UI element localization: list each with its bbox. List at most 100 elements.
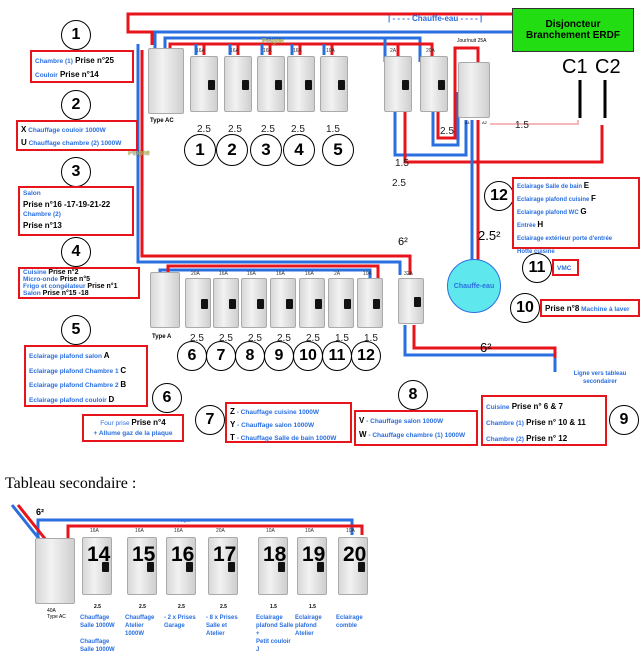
legend-number-c6: 6 bbox=[152, 383, 182, 413]
wire-size: 2.5 bbox=[197, 124, 211, 135]
breaker-rating: 16A bbox=[276, 271, 285, 277]
circuit-number: 12 bbox=[351, 341, 381, 371]
circuit-number: 10 bbox=[293, 341, 323, 371]
breaker-rating: 16A bbox=[230, 48, 239, 54]
breaker-rating: 32A bbox=[404, 271, 413, 277]
wire-size: 2.5 bbox=[178, 604, 185, 610]
legend-line: U Chauffage chambre (2) 1000W bbox=[21, 138, 122, 147]
circuit-label: Chauffage Salle 1000W Chauffage Salle 10… bbox=[80, 615, 115, 653]
legend-line: W - Chauffage chambre (1) 1000W bbox=[359, 430, 466, 439]
circuit-label: Eclairage comble bbox=[336, 615, 363, 629]
wire-size: 2.5 bbox=[248, 333, 262, 344]
circuit-number: 4 bbox=[283, 134, 315, 166]
breaker[interactable] bbox=[208, 537, 238, 595]
circuit-number: 2 bbox=[216, 134, 248, 166]
wire-size: 2.5 bbox=[190, 333, 204, 344]
breaker-rating: 2A bbox=[334, 271, 341, 277]
breaker[interactable] bbox=[185, 278, 211, 328]
breaker-rating: 10A bbox=[326, 48, 335, 54]
breaker[interactable] bbox=[166, 537, 196, 595]
circuit-number: 8 bbox=[235, 341, 265, 371]
breaker[interactable] bbox=[320, 56, 348, 112]
breaker[interactable] bbox=[258, 537, 288, 595]
legend-line: Micro-onde Prise n°5 bbox=[23, 276, 91, 283]
wire-size: 1.5 bbox=[335, 333, 349, 344]
legend-box-c11: VMC bbox=[552, 259, 579, 276]
breaker-rating: 16A bbox=[293, 48, 302, 54]
differential-switch-type-ac[interactable] bbox=[148, 48, 184, 114]
wire-size: 2.5 bbox=[277, 333, 291, 344]
circuit-label: - 8 x Prises Salle et Atelier bbox=[206, 615, 238, 637]
breaker[interactable] bbox=[257, 56, 285, 112]
comb-label: Peigne bbox=[178, 518, 191, 523]
circuit-number: 20 bbox=[343, 543, 367, 566]
legend-number-c9: 9 bbox=[609, 405, 639, 435]
breaker[interactable] bbox=[190, 56, 218, 112]
legend-line: Z - Chauffage cuisine 1000W bbox=[230, 407, 320, 416]
breaker[interactable] bbox=[213, 278, 239, 328]
wire-size: 1.5 bbox=[515, 120, 529, 131]
line-size: 6² bbox=[480, 340, 492, 355]
comb-label: Peigne bbox=[262, 38, 284, 45]
secondary-differential[interactable] bbox=[35, 538, 75, 604]
wire-size: 1.5 bbox=[309, 604, 316, 610]
breaker[interactable] bbox=[224, 56, 252, 112]
circuit-number: 7 bbox=[206, 341, 236, 371]
breaker[interactable] bbox=[241, 278, 267, 328]
breaker-rating: 10A bbox=[305, 528, 314, 534]
wire-size: 2.5 bbox=[219, 333, 233, 344]
breaker[interactable] bbox=[420, 56, 448, 112]
legend-number-c12: 12 bbox=[484, 181, 514, 211]
legend-line: Eclairage plafond Chambre 2 B bbox=[29, 380, 127, 389]
legend-number-c5: 5 bbox=[61, 315, 91, 345]
circuit-number: 17 bbox=[213, 543, 237, 566]
breaker-rating: 20A bbox=[426, 48, 435, 54]
circuit-number: 11 bbox=[322, 341, 352, 371]
breaker[interactable] bbox=[384, 56, 412, 112]
legend-number-c7: 7 bbox=[195, 405, 225, 435]
comb-label: Peigne bbox=[128, 150, 150, 157]
breaker[interactable] bbox=[270, 278, 296, 328]
circuit-number: 15 bbox=[132, 543, 156, 566]
breaker[interactable] bbox=[297, 537, 327, 595]
legend-number-c1: 1 bbox=[61, 20, 91, 50]
breaker[interactable] bbox=[82, 537, 112, 595]
wire-size: 2.5 bbox=[392, 178, 406, 189]
wire-size: 2.5 bbox=[220, 604, 227, 610]
legend-box-c10: Prise n°8 Machine à laver bbox=[540, 299, 640, 317]
breaker[interactable] bbox=[328, 278, 354, 328]
breaker[interactable] bbox=[398, 278, 424, 324]
breaker-rating: 16A bbox=[263, 48, 272, 54]
breaker[interactable] bbox=[287, 56, 315, 112]
legend-number-c3: 3 bbox=[61, 157, 91, 187]
circuit-number: 19 bbox=[302, 543, 326, 566]
feed-size: 6² bbox=[398, 236, 408, 248]
wire-size: 1.5 bbox=[395, 158, 409, 169]
breaker[interactable] bbox=[357, 278, 383, 328]
legend-number-c8: 8 bbox=[398, 380, 428, 410]
breaker[interactable] bbox=[299, 278, 325, 328]
chauffe-eau-tank: Chauffe-eau bbox=[447, 259, 501, 313]
wire-size: 2.5 bbox=[440, 126, 454, 137]
terminal-a1: A1 bbox=[465, 120, 470, 125]
legend-line: Entrée H bbox=[517, 220, 544, 229]
breaker[interactable] bbox=[127, 537, 157, 595]
breaker-rating: 10A bbox=[346, 528, 355, 534]
legend-line: Salon Prise n°15 -18 bbox=[23, 290, 89, 297]
legend-number-c11: 11 bbox=[522, 253, 552, 283]
circuit-number: 9 bbox=[264, 341, 294, 371]
wire-size: 2.5 bbox=[139, 604, 146, 610]
breaker-rating: 10A bbox=[363, 271, 372, 277]
differential-switch-type-a[interactable] bbox=[150, 272, 180, 328]
legend-line: Chambre (1) Prise n°25 bbox=[35, 56, 114, 65]
contactor-jour-nuit[interactable] bbox=[458, 62, 490, 118]
secondary-title: Tableau secondaire : bbox=[5, 475, 137, 492]
c2-label: C2 bbox=[595, 56, 621, 78]
breaker[interactable] bbox=[338, 537, 368, 595]
